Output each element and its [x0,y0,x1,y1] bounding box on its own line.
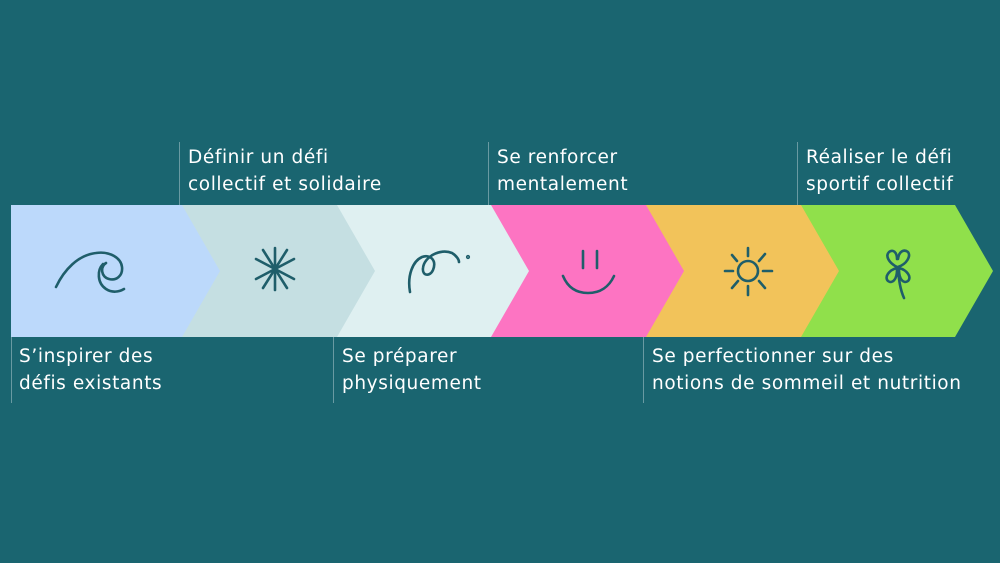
step-4-label: Se renforcer mentalement [497,144,628,198]
wave-icon [54,251,126,293]
chevron-step-1 [11,205,220,337]
connector-line-6 [797,142,798,205]
smiley-icon [561,249,616,295]
step-2-label-line-1: Définir un défi [188,147,329,168]
step-3-label: Se préparer physiquement [342,343,482,397]
step-1-label-line-2: défis existants [19,373,163,394]
step-2-label: Définir un défi collectif et solidaire [188,144,382,198]
chevron-step-5 [643,205,839,337]
step-4-label-line-2: mentalement [497,174,629,195]
connector-line-2 [179,142,180,205]
step-5-label-line-2: notions de sommeil et nutrition [652,373,962,394]
step-5-label-line-1: Se perfectionner sur des [652,346,894,367]
step-3-label-line-2: physiquement [342,373,482,394]
step-6-label-line-1: Réaliser le défi [806,147,953,168]
step-3-label-line-1: Se préparer [342,346,458,367]
connector-line-3 [333,337,334,403]
sun-icon [723,246,774,297]
step-1-label-line-1: S’inspirer des [19,346,154,367]
chevron-step-6 [797,205,993,337]
clover-icon [885,249,911,300]
step-1-label: S’inspirer des défis existants [19,343,162,397]
connector-line-1 [11,337,12,403]
step-6-label-line-2: sportif collectif [806,174,954,195]
chevron-step-3 [333,205,529,337]
step-5-label: Se perfectionner sur des notions de somm… [652,343,962,397]
chevron-step-4 [488,205,684,337]
step-6-label: Réaliser le défi sportif collectif [806,144,954,198]
squiggle-icon [407,250,471,294]
connector-line-5 [643,337,644,403]
connector-line-4 [488,142,489,205]
asterisk-icon [254,246,296,292]
step-2-label-line-2: collectif et solidaire [188,174,382,195]
step-4-label-line-1: Se renforcer [497,147,618,168]
